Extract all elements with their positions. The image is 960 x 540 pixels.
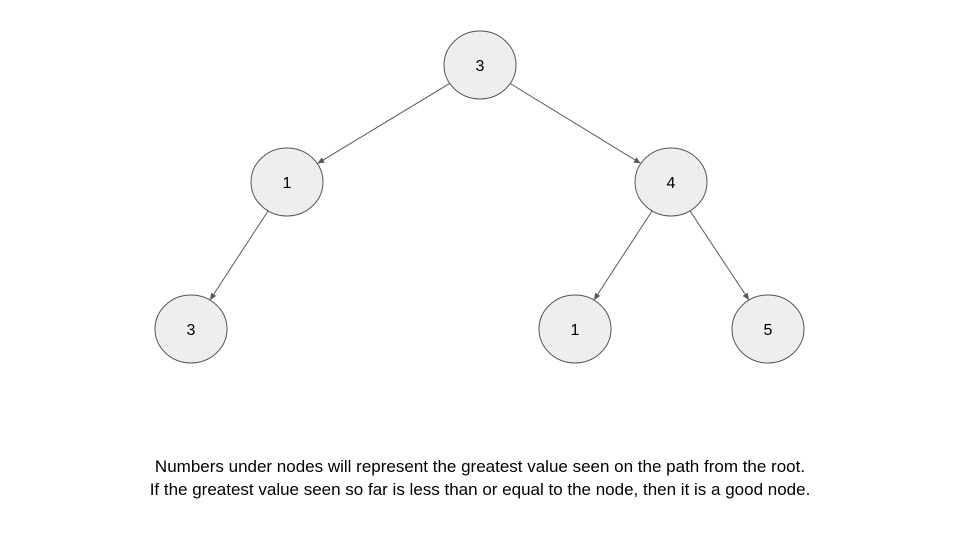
edge-left-to-left-left: [209, 210, 269, 301]
node-value-label: 3: [187, 322, 196, 339]
edges-layer: [209, 82, 750, 301]
caption-line-1: Numbers under nodes will represent the g…: [154, 457, 806, 476]
node-circle: [154, 294, 228, 364]
tree-node-right-right: 5: [731, 294, 805, 364]
node-circle: [731, 294, 805, 364]
tree-node-root: 3: [443, 30, 517, 100]
caption-line-2: If the greatest value seen so far is les…: [149, 480, 811, 499]
nodes-layer: 3 1 4 3 1 5: [154, 30, 805, 364]
edge-right-to-right-left: [593, 210, 653, 301]
edge-root-to-right: [509, 83, 642, 164]
node-value-label: 4: [667, 175, 676, 192]
tree-node-left-left: 3: [154, 294, 228, 364]
node-value-label: 1: [571, 322, 580, 339]
node-circle: [634, 147, 708, 217]
tree-node-left: 1: [250, 147, 324, 217]
edge-root-to-left: [317, 82, 450, 165]
node-circle: [443, 30, 517, 100]
node-circle: [250, 147, 324, 217]
tree-node-right-left: 1: [538, 294, 612, 364]
node-value-label: 1: [283, 175, 292, 192]
node-value-label: 5: [764, 322, 773, 339]
tree-node-right: 4: [634, 147, 708, 217]
node-value-label: 3: [476, 58, 485, 75]
edge-right-to-right-right: [689, 210, 750, 301]
node-circle: [538, 294, 612, 364]
